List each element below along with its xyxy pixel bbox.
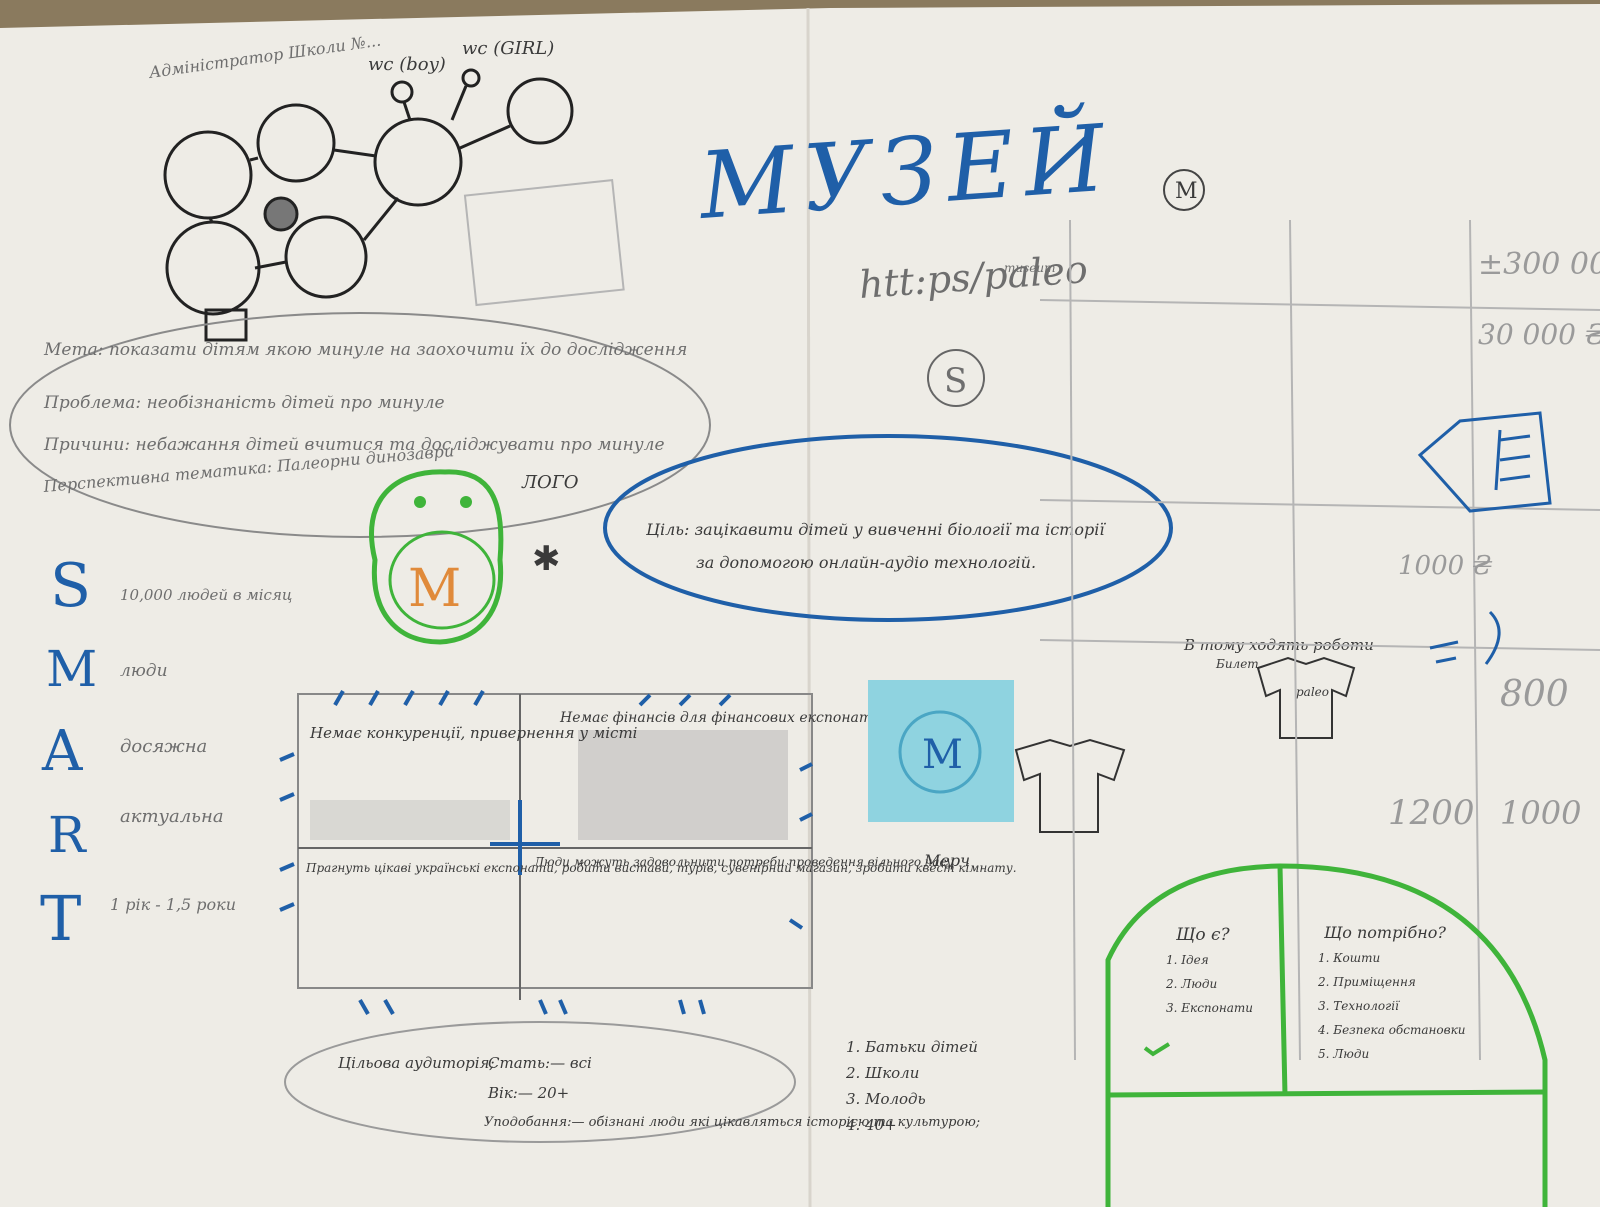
smart-text-m: люди [120, 661, 168, 681]
smart-letter-m: M [46, 640, 97, 698]
pencil-house-icon [1417, 411, 1552, 513]
faint-sketch-box [463, 179, 625, 307]
grid-cell-1: Немає конкуренції, привернення у місті [309, 724, 638, 742]
smart-list: S 10,000 людей в місяц M люди A досяжна … [40, 551, 292, 955]
paper-sheet [0, 4, 1600, 1207]
museum-url-suffix: museum [1004, 261, 1055, 275]
audience-list-3: 3. Молодь [846, 1090, 926, 1108]
what-needed-item-5: 5. Люди [1318, 1047, 1369, 1061]
s-circle-icon: S [927, 349, 985, 407]
problem-line-3: Причини: небажання дітей вчитися та досл… [43, 435, 665, 455]
audience-label: Цільова аудиторія; [338, 1054, 495, 1072]
what-needed-item-1: 1. Кошти [1318, 951, 1380, 965]
logo-caption: ЛОГО [521, 472, 579, 493]
audience-sex: Стать:— всі [488, 1054, 592, 1072]
audience-list-4: 4. 40+ [845, 1116, 897, 1134]
museum-stamp-letter: M [1175, 179, 1198, 204]
merch-caption: Мерч [923, 851, 970, 870]
swot-grid [279, 690, 813, 1015]
museum-stamp-icon: M [1163, 169, 1205, 211]
smart-letter-s: S [50, 551, 91, 621]
what-needed-item-4: 4. Безпека обстановки [1317, 1023, 1466, 1037]
goal-line-1: Ціль: зацікавити дітей у вивченні біолог… [645, 520, 1106, 539]
price-1: ±300 000 [1478, 247, 1600, 282]
what-is-title: Що є? [1175, 925, 1231, 945]
what-needed-item-2: 2. Приміщення [1317, 975, 1416, 989]
what-is-item-2: 2. Люди [1165, 977, 1217, 991]
wc-boy-label: wc (boy) [368, 54, 446, 75]
grid-cell-2: Немає фінансів для фінансових експонатів [559, 710, 885, 726]
audience-age: Вік:— 20+ [487, 1084, 569, 1102]
asterisk-icon: ✱ [532, 539, 561, 579]
sticky-note-letter: M [922, 732, 963, 778]
smart-letter-r: R [48, 806, 87, 864]
problem-oval [9, 312, 711, 538]
audience-oval [284, 1021, 796, 1143]
smart-text-t: 1 рік - 1,5 роки [110, 895, 236, 914]
sticky-note-logo-icon [898, 710, 982, 794]
green-arch [1105, 863, 1548, 1207]
sticky-note [868, 680, 1014, 822]
svg-text:S: S [944, 361, 967, 401]
goal-oval [603, 434, 1173, 622]
grid-cell-4: Люди можуть задовольнити потреби проведе… [533, 855, 953, 869]
robot-sub: Билет [1215, 657, 1259, 671]
price-3: 1000 ₴ [1398, 551, 1493, 581]
price-6: 1000 [1500, 794, 1581, 832]
what-is-item-1: 1. Ідея [1166, 953, 1209, 967]
smart-text-r: актуальна [120, 806, 224, 827]
wc-girl-label: wc (GIRL) [462, 38, 554, 59]
price-5: 1200 [1388, 793, 1475, 833]
goal-line-2: за допомогою онлайн-аудіо технологій. [696, 553, 1036, 572]
audience-list-2: 2. Школи [845, 1064, 919, 1082]
paper-fold [806, 7, 812, 1207]
price-4: 800 [1500, 674, 1569, 715]
blue-mark-icon [1429, 610, 1501, 665]
what-needed-item-3: 3. Технології [1318, 999, 1400, 1013]
tshirt-icon [1014, 656, 1356, 833]
dinosaur-logo-icon: M [369, 469, 504, 645]
price-2: 30 000 ₴ [1478, 318, 1600, 351]
what-needed-title: Що потрібно? [1323, 923, 1446, 942]
smart-text-s: 10,000 людей в місяц [120, 586, 292, 604]
smart-letter-a: A [41, 719, 83, 784]
what-is-item-3: 3. Експонати [1166, 1001, 1253, 1015]
green-check-icon [1143, 1042, 1171, 1057]
smart-letter-t: T [40, 882, 81, 955]
shirt-label: paleo [1296, 685, 1329, 699]
grid-cell-3: Прагнуть цікаві українські експонати, ро… [305, 861, 1017, 875]
audience-interests: Уподобання:— обізнані люди які цікавлять… [484, 1115, 980, 1130]
logo-letter: M [408, 559, 461, 619]
problem-line-1: Мета: показати дітям якою минуле на заох… [43, 340, 687, 360]
smart-text-a: досяжна [120, 736, 207, 757]
audience-list-1: 1. Батьки дітей [846, 1038, 978, 1056]
problem-line-2: Проблема: необізнаність дітей про минуле [43, 393, 445, 413]
